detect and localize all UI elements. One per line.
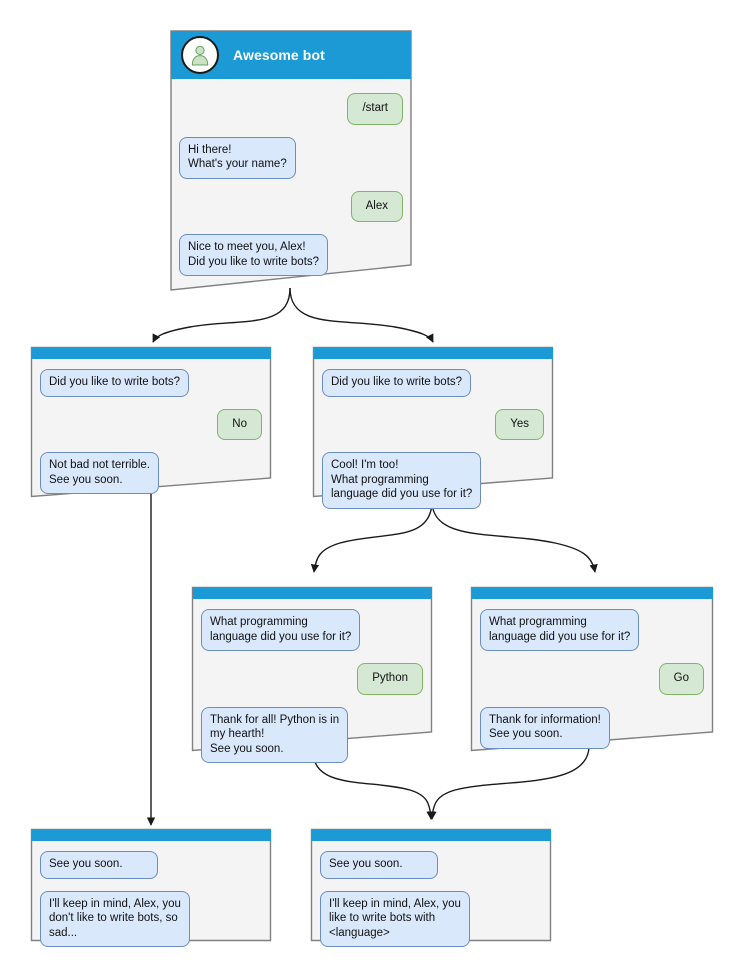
card-branch-python[interactable]: What programming language did you use fo… [191, 586, 433, 763]
message-bubble-user[interactable]: Yes [495, 408, 544, 440]
card-header-strip [31, 829, 271, 841]
chat-branch-no: Did you like to write bots? No Not bad n… [30, 359, 272, 506]
message-row: Alex [179, 190, 403, 222]
message-bubble-bot[interactable]: I'll keep in mind, Alex, you don't like … [40, 890, 190, 947]
message-row: See you soon. [40, 851, 262, 879]
message-row: What programming language did you use fo… [201, 609, 423, 651]
chat-branch-yes: Did you like to write bots? Yes Cool! I'… [312, 359, 554, 521]
message-row: Did you like to write bots? [322, 369, 544, 397]
message-row: /start [179, 93, 403, 125]
message-row: Go [480, 663, 704, 695]
message-bubble-bot[interactable]: Nice to meet you, Alex! Did you like to … [179, 234, 329, 276]
message-bubble-bot[interactable]: Hi there! What's your name? [179, 136, 296, 179]
chat-branch-python: What programming language did you use fo… [191, 599, 433, 775]
message-bubble-bot[interactable]: See you soon. [320, 851, 438, 879]
message-bubble-bot[interactable]: I'll keep in mind, Alex, you like to wri… [320, 890, 470, 947]
message-row: Python [201, 663, 423, 695]
message-bubble-user[interactable]: /start [347, 93, 403, 125]
card-header-strip [192, 587, 432, 599]
bot-title: Awesome bot [233, 47, 325, 63]
message-bubble-bot[interactable]: What programming language did you use fo… [201, 609, 361, 651]
message-bubble-user[interactable]: No [217, 408, 262, 440]
message-row: Nice to meet you, Alex! Did you like to … [179, 234, 403, 276]
card-branch-yes[interactable]: Did you like to write bots? Yes Cool! I'… [312, 346, 554, 509]
card-header-strip [31, 347, 271, 359]
message-bubble-bot[interactable]: Cool! I'm too! What programming language… [322, 452, 482, 509]
card-end-sad[interactable]: See you soon. I'll keep in mind, Alex, y… [30, 828, 272, 947]
message-row: Cool! I'm too! What programming language… [322, 452, 544, 509]
chat-branch-go: What programming language did you use fo… [470, 599, 714, 761]
message-row: Hi there! What's your name? [179, 136, 403, 179]
message-row: I'll keep in mind, Alex, you don't like … [40, 890, 262, 947]
message-bubble-bot[interactable]: Did you like to write bots? [40, 369, 190, 397]
card-header-strip [313, 347, 553, 359]
message-row: No [40, 408, 262, 440]
card-header-strip [471, 587, 713, 599]
card-branch-go[interactable]: What programming language did you use fo… [470, 586, 714, 752]
message-bubble-bot[interactable]: Did you like to write bots? [322, 369, 472, 397]
bot-titlebar: Awesome bot [171, 31, 411, 79]
message-row: See you soon. [320, 851, 542, 879]
edge-root-to-no [152, 287, 291, 343]
card-branch-no[interactable]: Did you like to write bots? No Not bad n… [30, 346, 272, 498]
edge-root-to-yes [289, 287, 434, 343]
message-row: Thank for all! Python is in my hearth! S… [201, 706, 423, 763]
chat-end-happy: See you soon. I'll keep in mind, Alex, y… [310, 841, 552, 959]
card-header-strip [311, 829, 551, 841]
message-bubble-user[interactable]: Alex [350, 190, 403, 222]
message-row: Not bad not terrible. See you soon. [40, 452, 262, 494]
card-end-happy[interactable]: See you soon. I'll keep in mind, Alex, y… [310, 828, 552, 947]
message-bubble-user[interactable]: Go [658, 663, 704, 695]
message-row: I'll keep in mind, Alex, you like to wri… [320, 890, 542, 947]
chat-root: /start Hi there! What's your name? Alex … [169, 83, 413, 288]
message-bubble-bot[interactable]: See you soon. [40, 851, 158, 879]
message-bubble-bot[interactable]: What programming language did you use fo… [480, 609, 640, 651]
message-bubble-bot[interactable]: Thank for all! Python is in my hearth! S… [201, 706, 349, 763]
chat-end-sad: See you soon. I'll keep in mind, Alex, y… [30, 841, 272, 959]
message-bubble-bot[interactable]: Not bad not terrible. See you soon. [40, 452, 160, 494]
message-row: What programming language did you use fo… [480, 609, 704, 651]
user-avatar-icon [181, 36, 219, 74]
message-row: Yes [322, 408, 544, 440]
message-row: Did you like to write bots? [40, 369, 262, 397]
message-bubble-user[interactable]: Python [357, 663, 423, 695]
message-bubble-bot[interactable]: Thank for information! See you soon. [480, 706, 610, 749]
message-row: Thank for information! See you soon. [480, 706, 704, 749]
card-root[interactable]: Awesome bot /start Hi there! What's your… [169, 29, 413, 292]
